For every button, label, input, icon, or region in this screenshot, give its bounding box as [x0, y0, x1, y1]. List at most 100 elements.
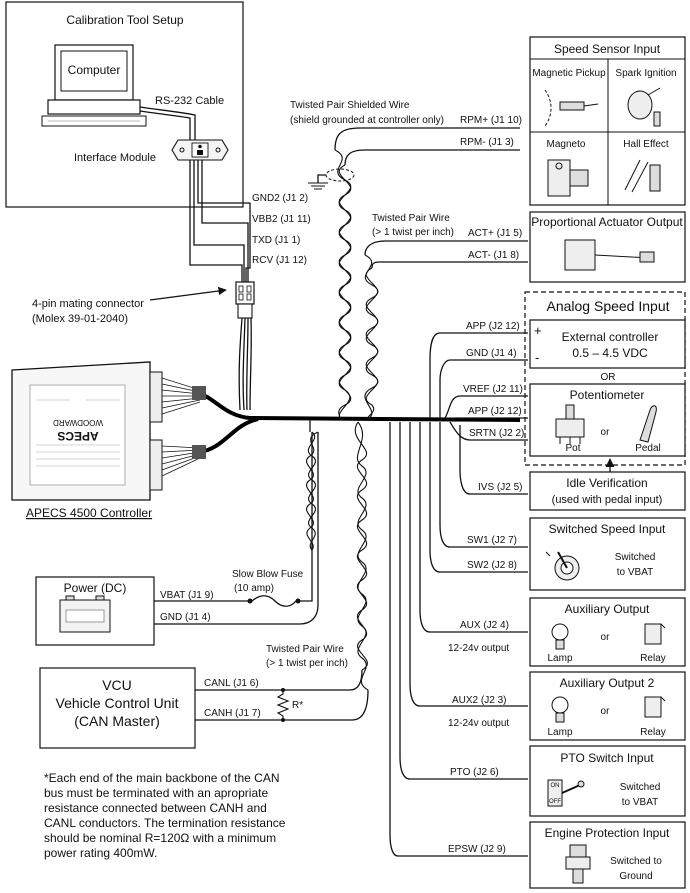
engine-title: Engine Protection Input — [545, 826, 670, 840]
cell-magneto: Magneto — [547, 139, 586, 150]
can-twisted-note-1: Twisted Pair Wire — [266, 644, 344, 655]
calibration-setup: Calibration Tool Setup Computer RS-232 C… — [5, 1, 244, 208]
pto-off: OFF — [549, 799, 561, 805]
aux2-volt: 12-24v output — [448, 718, 509, 729]
vcu-subtitle: Vehicle Control Unit — [56, 695, 179, 711]
rs232-cable — [139, 106, 196, 140]
rs232-label: RS-232 Cable — [155, 95, 224, 107]
vcu-role: (CAN Master) — [74, 713, 160, 729]
hall-effect-icon — [624, 159, 661, 193]
pin-app-ext: APP (J2 12) — [466, 321, 520, 332]
idle-box — [529, 471, 686, 511]
interface-module-label: Interface Module — [74, 152, 156, 164]
fuse-label-1: Slow Blow Fuse — [232, 569, 304, 580]
footnote-line-4: CANL conductors. The termination resista… — [44, 816, 286, 830]
battery-icon — [59, 595, 111, 633]
computer-icon — [41, 44, 147, 127]
pto-on: ON — [551, 783, 560, 789]
pot-or: or — [601, 427, 611, 438]
shielded-note-1: Twisted Pair Shielded Wire — [290, 100, 410, 111]
toggle-switch-icon — [547, 779, 585, 807]
pin-gnd2: GND2 (J1 2) — [252, 193, 308, 204]
interface-module-icon — [171, 139, 229, 161]
cell-magnetic-pickup: Magnetic Pickup — [532, 68, 606, 79]
pot-icon — [555, 404, 585, 444]
lamp-icon-2 — [551, 696, 569, 723]
aux1-or: or — [601, 632, 611, 643]
ext-minus-sign: - — [535, 350, 539, 365]
apecs-controller: WOODWARD APECS — [11, 361, 201, 501]
cell-spark-ignition: Spark Ignition — [615, 68, 676, 79]
pin-aux2: AUX2 (J2 3) — [452, 695, 506, 706]
actuator-icon — [564, 239, 596, 271]
pin-canl: CANL (J1 6) — [204, 678, 259, 689]
pressure-switch-icon — [565, 844, 591, 884]
pot-label: Pot — [565, 443, 580, 454]
actuator-twisted-pair — [364, 254, 379, 420]
pedal-label: Pedal — [635, 443, 661, 454]
vcu-title: VCU — [102, 677, 132, 693]
calibration-title: Calibration Tool Setup — [66, 13, 184, 27]
switched-speed-title: Switched Speed Input — [549, 522, 666, 536]
switched-speed-note-1: Switched — [615, 552, 656, 563]
pin-aux: AUX (J2 4) — [460, 620, 509, 631]
pin-sw2: SW2 (J2 8) — [467, 560, 517, 571]
ext-plus-sign: + — [534, 323, 542, 338]
resistor-label: R* — [292, 700, 303, 711]
controller-brand: WOODWARD — [53, 418, 103, 427]
switched-speed-box — [529, 517, 686, 591]
pin-vbb2: VBB2 (J1 11) — [252, 214, 311, 225]
twisted-note-2: (> 1 twist per inch) — [372, 227, 454, 238]
connector-label-2: (Molex 39-01-2040) — [32, 313, 128, 325]
ext-controller-label: External controller — [562, 330, 659, 344]
pin-vref: VREF (J2 11) — [463, 384, 523, 395]
spark-ignition-icon — [627, 87, 661, 127]
rotary-switch-icon — [545, 551, 580, 581]
pin-gnd-power: GND (J1 4) — [160, 612, 211, 623]
aux1-relay: Relay — [640, 653, 666, 664]
pto-note-1: Switched — [620, 782, 661, 793]
pin-srtn: SRTN (J2 2) — [469, 428, 524, 439]
power-title: Power (DC) — [64, 581, 127, 595]
pin-act-plus: ACT+ (J1 5) — [468, 228, 522, 239]
footnote-line-1: *Each end of the main backbone of the CA… — [44, 771, 279, 785]
fuse-label-2: (10 amp) — [234, 583, 274, 594]
relay-icon-2 — [644, 696, 666, 718]
footnote-line-3: resistance connected between CANH and — [44, 801, 267, 815]
cell-hall-effect: Hall Effect — [623, 139, 669, 150]
pin-canh: CANH (J1 7) — [204, 708, 261, 719]
pin-act-minus: ACT- (J1 8) — [468, 250, 519, 261]
footnote-line-5: should be nominal R=120Ω with a minimum — [44, 831, 276, 845]
analog-or: OR — [601, 372, 616, 383]
magneto-icon — [547, 159, 589, 197]
speed-sensor-box: Speed Sensor Input Magnetic Pickup Spark… — [529, 36, 686, 206]
controller-model: APECS — [57, 429, 98, 443]
aux2-lamp: Lamp — [547, 727, 572, 738]
computer-label: Computer — [68, 63, 121, 77]
aux1-volt: 12-24v output — [448, 643, 509, 654]
connector-lead-wires — [238, 317, 252, 411]
pto-title: PTO Switch Input — [560, 751, 654, 765]
connector-pointer — [149, 286, 227, 301]
pin-vbat: VBAT (J1 9) — [160, 590, 214, 601]
actuator-title: Proportional Actuator Output — [531, 215, 683, 229]
lamp-icon — [551, 623, 569, 650]
pin-epsw: EPSW (J2 9) — [448, 844, 506, 855]
pin-rpm-plus: RPM+ (J1 10) — [460, 115, 522, 126]
magnetic-pickup-icon — [544, 89, 599, 127]
comm-wires — [189, 160, 251, 282]
twisted-note-1: Twisted Pair Wire — [372, 213, 450, 224]
pto-note-2: to VBAT — [622, 797, 659, 808]
aux2-relay: Relay — [640, 727, 666, 738]
pin-txd: TXD (J1 1) — [252, 235, 300, 246]
pedal-icon — [639, 405, 657, 443]
shielded-note-2: (shield grounded at controller only) — [290, 115, 444, 126]
molex-connector-icon — [235, 281, 255, 319]
relay-icon — [644, 623, 666, 645]
shielded-twisted-pair — [334, 149, 352, 419]
engine-note-2: Ground — [619, 871, 652, 882]
idle-title: Idle Verification — [566, 476, 647, 490]
connector-label-1: 4-pin mating connector — [32, 298, 144, 310]
